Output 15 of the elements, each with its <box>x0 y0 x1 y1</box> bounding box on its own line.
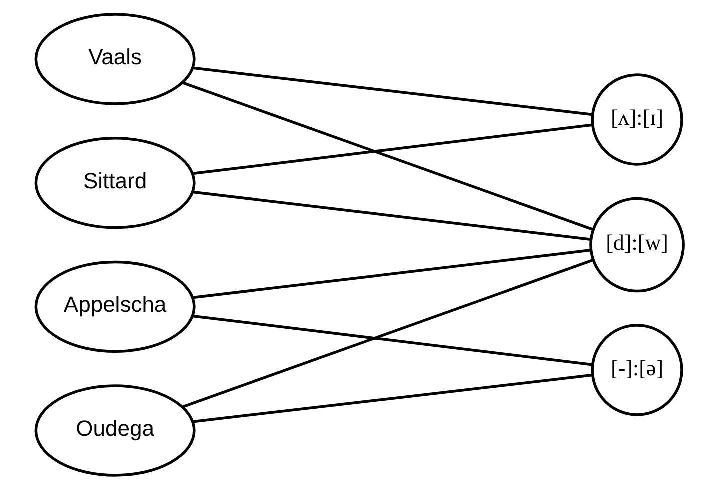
connector <box>182 258 593 408</box>
connector <box>192 190 590 240</box>
connector <box>192 66 592 116</box>
node-circle: [ʌ]:[ɪ] <box>590 73 683 166</box>
node-ellipse: Oudega <box>34 384 196 476</box>
connector <box>192 248 590 299</box>
node-ellipse: Vaals <box>34 12 196 105</box>
node-ellipse: Sittard <box>34 136 196 229</box>
connector <box>192 123 592 175</box>
connector <box>182 81 593 230</box>
node-ellipse: Appelscha <box>34 260 196 353</box>
node-circle: [-]:[ə] <box>590 324 683 416</box>
connector <box>192 314 592 366</box>
node-circle: [d]:[w] <box>589 196 684 292</box>
connector <box>192 373 592 423</box>
